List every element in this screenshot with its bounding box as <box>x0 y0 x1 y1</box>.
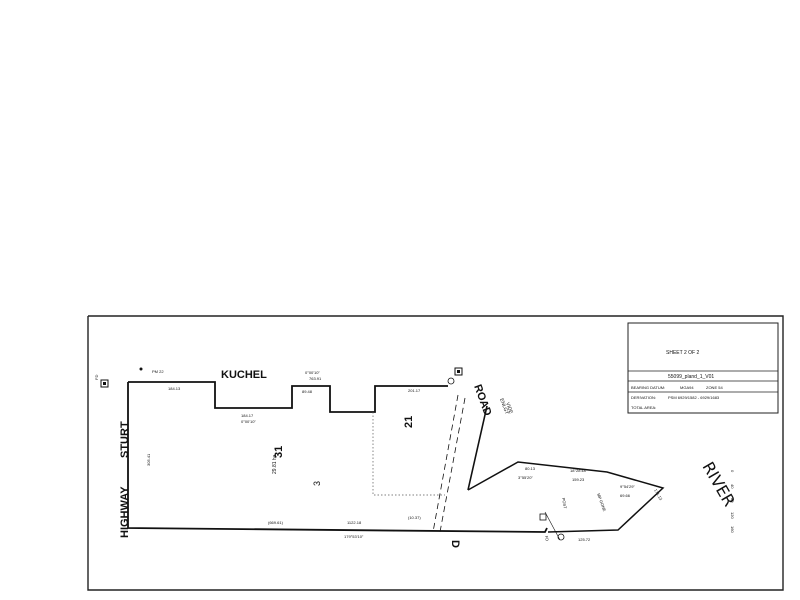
pm-22: PM 22 <box>152 369 164 374</box>
derivation-value: PSM 6929/1582 - 6929/1683 <box>668 395 720 400</box>
title-block: SHEET 2 OF 2 55099_pland_1_V01 BEARING D… <box>627 322 779 414</box>
road-enlgt: ENLGT <box>498 398 509 416</box>
road-line-2 <box>439 397 466 533</box>
notch-length: 184.17 <box>241 413 254 418</box>
notch-bearing: 0°00'10" <box>241 419 256 424</box>
sheet-number: SHEET 2 OF 2 <box>666 350 699 356</box>
road-name-road: ROAD <box>471 383 493 418</box>
parcel-area: 29.81 ha <box>272 454 278 474</box>
parcel-number: 31 <box>273 446 285 458</box>
parcel-boundary <box>127 382 548 533</box>
derivation-label: DERIVATION: <box>631 395 656 400</box>
scale-tick-0: 0 <box>730 470 735 473</box>
zone-label: ZONE 54 <box>706 385 723 390</box>
file-reference: 55099_pland_1_V01 <box>668 374 714 380</box>
scale-tick-2: 80 <box>730 498 735 503</box>
diag-1-bearing: 3°55'20" <box>518 475 533 480</box>
road-boundary <box>467 405 488 491</box>
label-3: 3 <box>312 481 322 486</box>
diag-4: 171.13 <box>653 488 664 502</box>
bearing-datum-value: MGA94 <box>680 385 694 390</box>
mp-gone: MP GONE <box>596 493 607 513</box>
diag-3-bearing: 9°54'29" <box>620 484 635 489</box>
diag-1: 80.13 <box>525 466 536 471</box>
fd-bottom: FD <box>544 535 550 541</box>
road-vide: VIDE <box>504 402 514 416</box>
river-traverse <box>467 461 665 533</box>
top-right-segment: 201.17 <box>408 388 421 393</box>
scale-ticks: 0 40 80 120 160 <box>730 470 735 533</box>
sub-parcel-number: 21 <box>403 416 415 428</box>
sub-parcel <box>372 412 445 496</box>
diag-2-bearing: 18°28'48" <box>570 468 588 473</box>
scale-tick-1: 40 <box>730 484 735 489</box>
left-side: 305.41 <box>146 453 151 466</box>
bottom-ref: (10.37) <box>408 515 421 520</box>
left-top: 184.13 <box>168 386 181 391</box>
road-name-sturt: STURT <box>119 421 131 458</box>
notch-top: 89.48 <box>302 389 313 394</box>
sheet-frame <box>87 315 784 591</box>
road-line-1 <box>432 394 459 533</box>
label-d: D <box>449 540 461 548</box>
bottom-right: 125.72 <box>578 537 591 542</box>
top-length: 763.91 <box>309 376 322 381</box>
top-bearing: 0°00'10" <box>305 370 320 375</box>
survey-marks <box>100 367 565 541</box>
bearing-datum-label: BEARING DATUM: <box>631 385 665 390</box>
bottom-left: (669.61) <box>268 520 284 525</box>
fd-top-left: FD <box>94 375 99 380</box>
post-label: POST <box>561 497 568 509</box>
diag-3: 69.66 <box>620 493 631 498</box>
bottom-bearing: 179°53'10" <box>344 534 364 539</box>
bottom-mid: 1122.18 <box>347 520 362 525</box>
total-area-label: TOTAL AREA: <box>631 405 656 410</box>
road-name-kuchel: KUCHEL <box>221 369 267 381</box>
scale-tick-3: 120 <box>730 512 735 519</box>
top-boundary <box>128 381 448 413</box>
scale-tick-4: 160 <box>730 526 735 533</box>
diag-2: 159.23 <box>572 477 585 482</box>
road-name-highway: HIGHWAY <box>119 486 131 538</box>
